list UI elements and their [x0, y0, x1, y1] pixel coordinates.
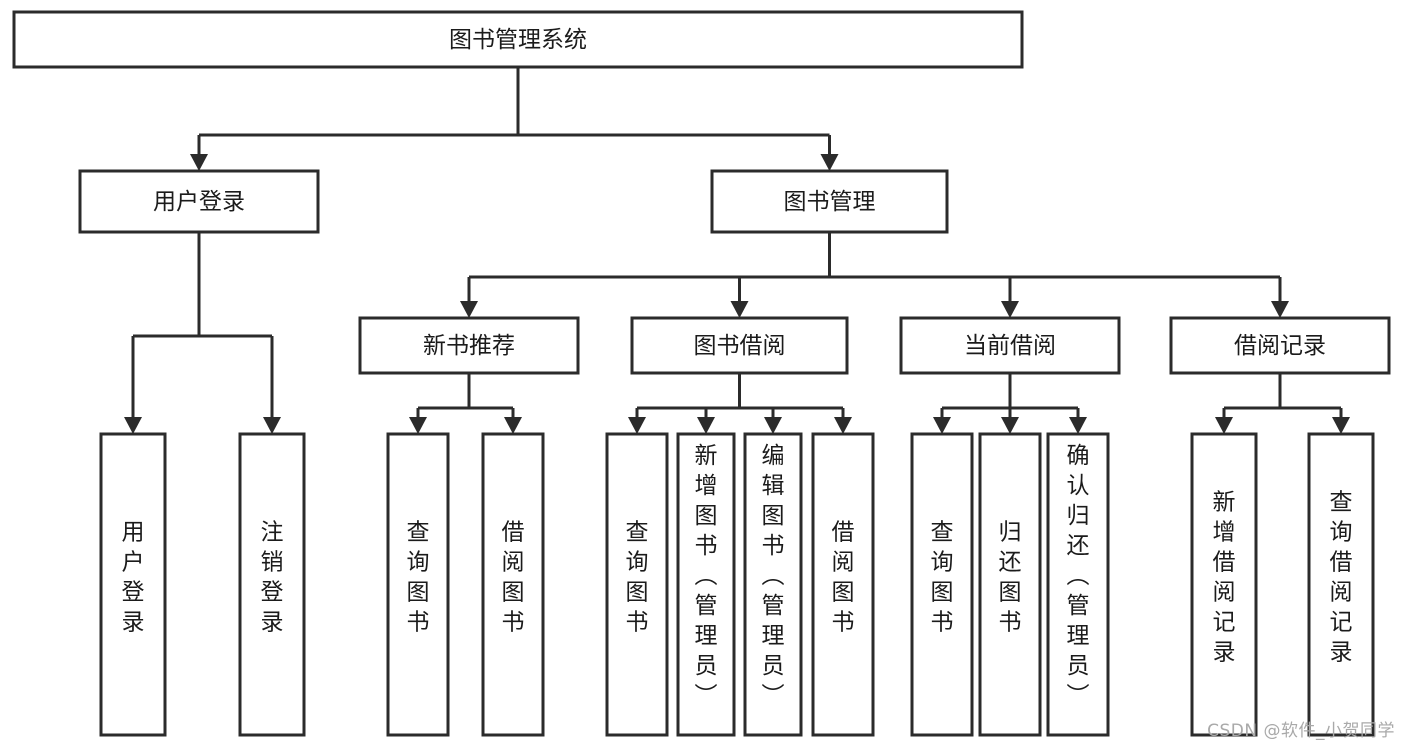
arrowhead-icon	[409, 417, 427, 434]
watermark-text: CSDN @软件_小贺同学	[1207, 721, 1395, 741]
node-label: 注销登录	[261, 520, 284, 636]
node-root-system[interactable]: 图书管理系统	[12, 10, 1024, 69]
arrowhead-icon	[1215, 417, 1233, 434]
node-leaf-0[interactable]: 用户登录	[99, 432, 167, 737]
node-leaf-2[interactable]: 查询图书	[386, 432, 450, 737]
arrowhead-icon	[730, 301, 749, 318]
node-label: 图书借阅	[694, 333, 786, 359]
node-label: 新书推荐	[423, 333, 515, 359]
arrowhead-icon	[1332, 417, 1350, 434]
node-label: 查询借阅记录	[1330, 490, 1353, 666]
node-leaf-5[interactable]: 新增图书︵管理员︶	[676, 432, 736, 737]
node-label: 图书管理系统	[449, 27, 587, 53]
node-leaf-4[interactable]: 查询图书	[605, 432, 669, 737]
arrowhead-icon	[460, 301, 478, 318]
connector-group	[124, 232, 281, 434]
node-layer: 图书管理系统用户登录图书管理新书推荐图书借阅当前借阅借阅记录用户登录注销登录查询…	[12, 10, 1391, 737]
node-leaf-1[interactable]: 注销登录	[238, 432, 306, 737]
node-label: 借阅图书	[832, 520, 855, 636]
node-label: 查询图书	[931, 520, 954, 636]
arrowhead-icon	[190, 154, 208, 171]
node-level2-0[interactable]: 用户登录	[78, 169, 320, 234]
node-leaf-9[interactable]: 归还图书	[978, 432, 1042, 737]
arrowhead-icon	[1271, 301, 1289, 318]
arrowhead-icon	[697, 417, 715, 434]
node-label: 新增借阅记录	[1213, 490, 1236, 666]
arrowhead-icon	[1001, 417, 1019, 434]
connector-group	[190, 67, 839, 171]
node-label: 确认归还︵管理员︶	[1067, 443, 1090, 709]
node-level3-0[interactable]: 新书推荐	[358, 316, 580, 375]
connector-group	[460, 232, 1289, 318]
arrowhead-icon	[124, 417, 142, 434]
node-label: 编辑图书︵管理员︶	[762, 443, 785, 709]
node-leaf-3[interactable]: 借阅图书	[481, 432, 545, 737]
node-label: 查询图书	[626, 520, 649, 636]
node-label: 借阅图书	[502, 520, 525, 636]
node-label: 图书管理	[784, 189, 876, 215]
connector-group	[409, 373, 522, 434]
node-level3-3[interactable]: 借阅记录	[1169, 316, 1391, 375]
connector-layer	[124, 67, 1350, 434]
node-leaf-11[interactable]: 新增借阅记录	[1190, 432, 1258, 737]
arrowhead-icon	[834, 417, 852, 434]
node-label: 新增图书︵管理员︶	[695, 443, 718, 709]
node-label: 查询图书	[407, 520, 430, 636]
connector-group	[933, 373, 1087, 434]
node-label: 归还图书	[999, 520, 1022, 636]
arrowhead-icon	[820, 154, 839, 171]
arrowhead-icon	[1069, 417, 1087, 434]
node-leaf-8[interactable]: 查询图书	[910, 432, 974, 737]
node-leaf-12[interactable]: 查询借阅记录	[1307, 432, 1375, 737]
node-level2-1[interactable]: 图书管理	[710, 169, 949, 234]
node-leaf-10[interactable]: 确认归还︵管理员︶	[1046, 432, 1110, 737]
connector-group	[628, 373, 852, 434]
node-label: 用户登录	[122, 520, 145, 636]
node-leaf-6[interactable]: 编辑图书︵管理员︶	[743, 432, 803, 737]
arrowhead-icon	[263, 417, 281, 434]
node-label: 借阅记录	[1234, 333, 1326, 359]
arrowhead-icon	[1001, 301, 1019, 318]
node-label: 当前借阅	[964, 333, 1056, 359]
node-label: 用户登录	[153, 189, 245, 215]
arrowhead-icon	[764, 417, 782, 434]
node-level3-1[interactable]: 图书借阅	[630, 316, 849, 375]
arrowhead-icon	[628, 417, 646, 434]
connector-group	[1215, 373, 1350, 434]
arrowhead-icon	[504, 417, 522, 434]
node-level3-2[interactable]: 当前借阅	[899, 316, 1121, 375]
arrowhead-icon	[933, 417, 951, 434]
node-leaf-7[interactable]: 借阅图书	[811, 432, 875, 737]
